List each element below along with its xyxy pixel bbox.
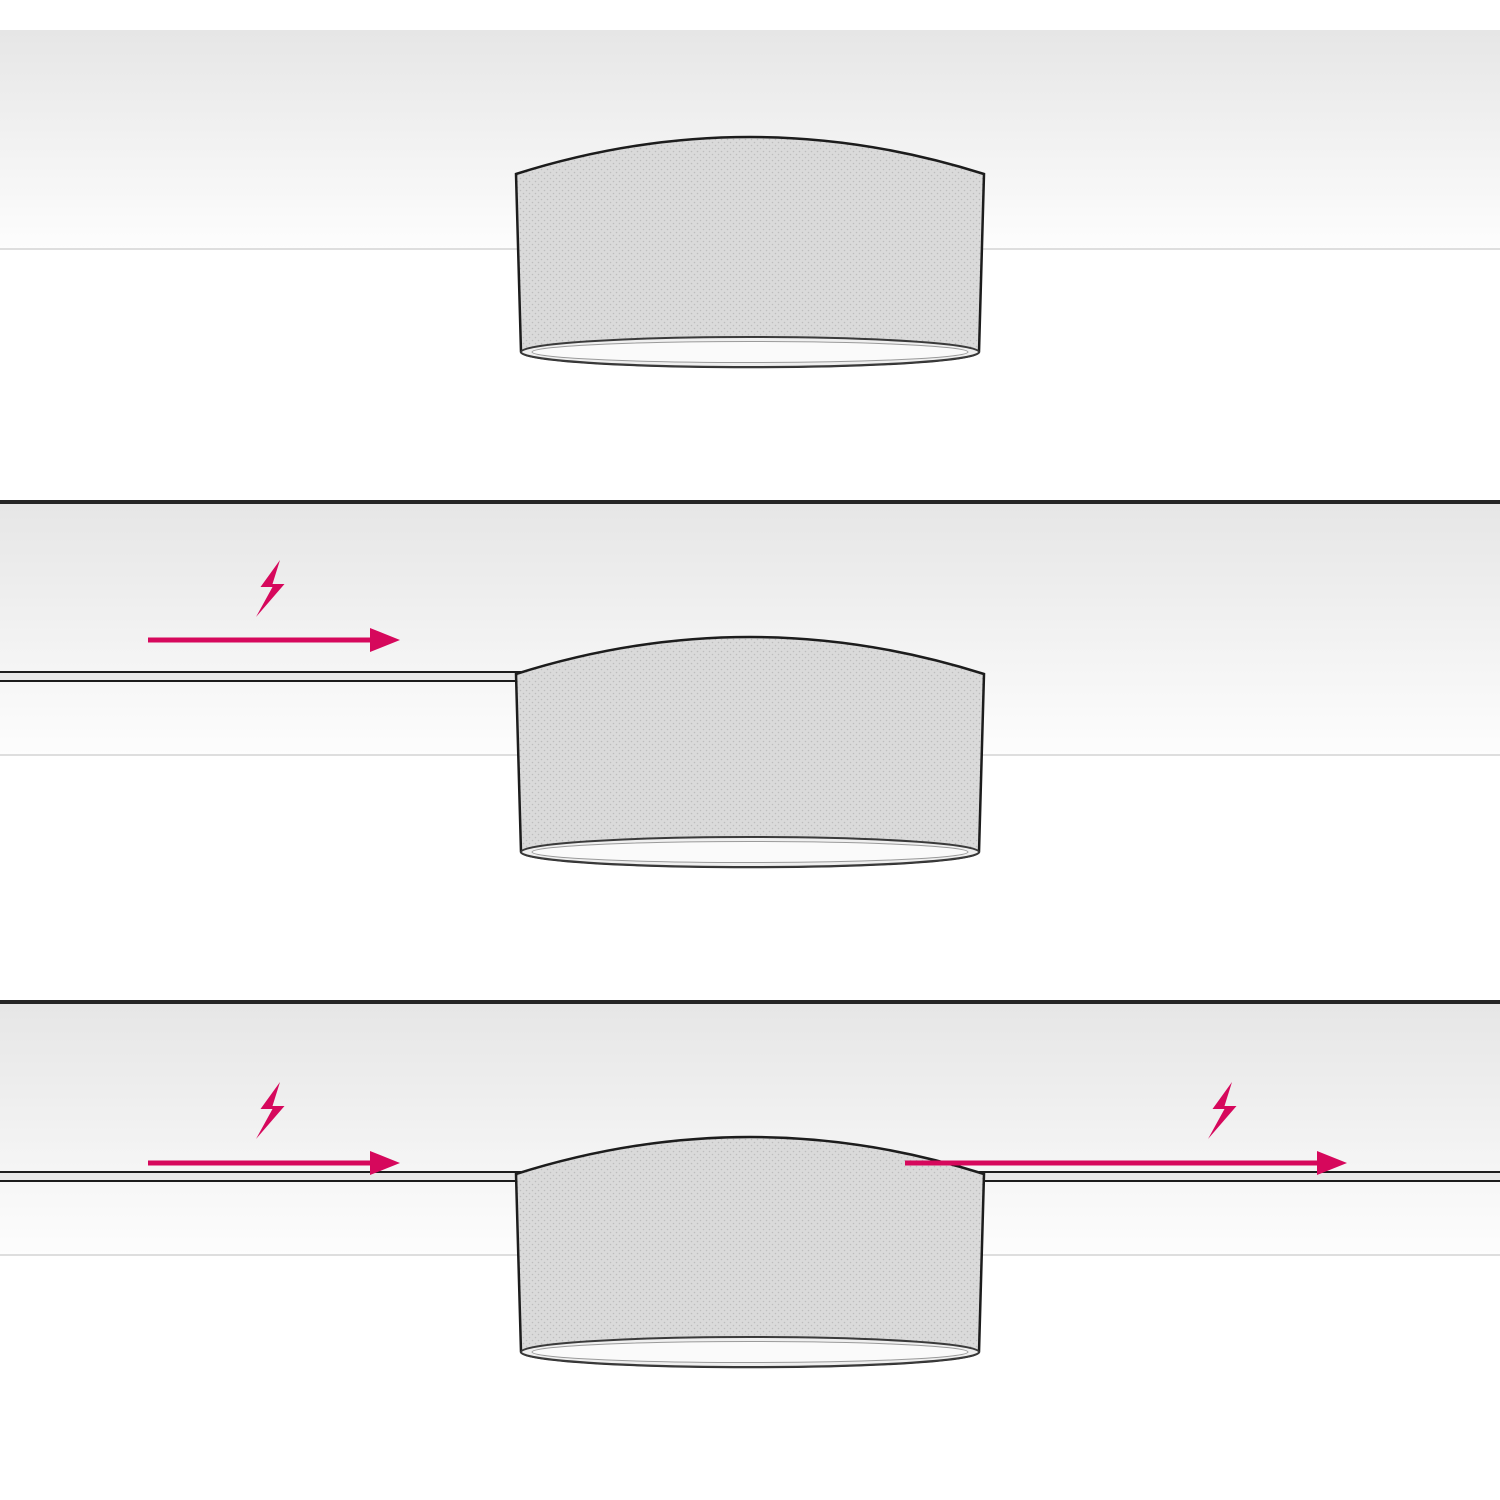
cable-right <box>979 1171 1500 1182</box>
current-flow-right <box>905 1082 1347 1175</box>
drum-lampshade <box>514 1135 986 1369</box>
lightning-bolt-icon <box>1208 1082 1237 1139</box>
lightning-bolt-icon <box>256 560 285 617</box>
lampshade-body <box>514 635 986 869</box>
lampshade-diffuser <box>531 841 969 863</box>
lampshade-diffuser <box>531 341 969 363</box>
panel-2-canvas <box>0 500 1500 869</box>
lampshade-body <box>514 1135 986 1369</box>
current-flow-left <box>148 560 400 652</box>
panel-lampshade-cable-through <box>0 1000 1500 1500</box>
right-arrow-head <box>370 1151 400 1175</box>
drum-lampshade <box>514 635 986 869</box>
cable-left <box>0 671 521 682</box>
lampshade-diffuser <box>531 1341 969 1363</box>
right-arrow-head <box>1317 1151 1347 1175</box>
panel-3-canvas <box>0 1000 1500 1369</box>
panel-divider <box>0 1000 1500 1004</box>
lampshade-body <box>514 135 986 369</box>
panel-lampshade-cable-left <box>0 500 1500 1000</box>
drum-lampshade <box>514 135 986 369</box>
cable-left <box>0 1171 521 1182</box>
lightning-bolt-icon <box>256 1082 285 1139</box>
panel-lampshade-plain <box>0 0 1500 500</box>
panel-1-canvas <box>0 30 1500 369</box>
right-arrow-head <box>370 628 400 652</box>
current-flow-left <box>148 1082 400 1175</box>
panel-divider <box>0 500 1500 504</box>
